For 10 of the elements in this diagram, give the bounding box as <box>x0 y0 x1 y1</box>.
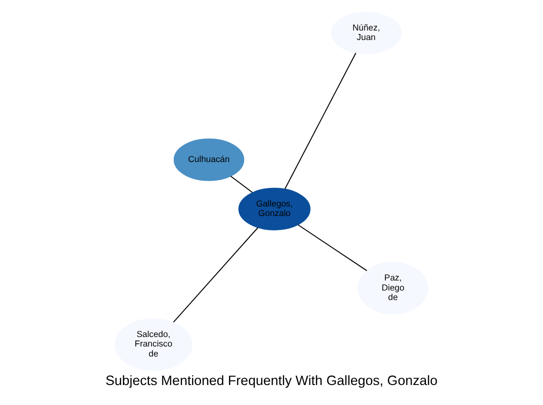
connector <box>298 224 368 272</box>
node-ellipse: Núñez, Juan <box>330 12 402 54</box>
connector <box>172 227 258 323</box>
node-ellipse: Paz, Diego de <box>358 262 428 314</box>
connector <box>284 52 356 190</box>
node-ellipse: Salcedo, Francisco de <box>114 318 192 371</box>
node-ellipse: Culhuacán <box>174 138 244 182</box>
connector <box>230 176 253 193</box>
node-ellipse: Gallegos, Gonzalo <box>238 188 310 230</box>
diagram-title: Subjects Mentioned Frequently With Gallegos, Gonzalo <box>105 373 438 388</box>
